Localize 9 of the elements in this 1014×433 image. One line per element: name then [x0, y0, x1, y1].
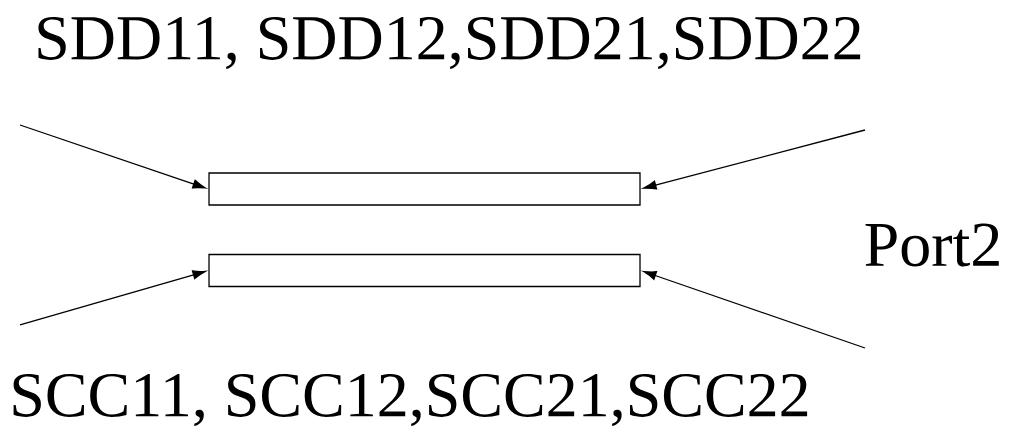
bar-box [208, 172, 641, 206]
bar-box [208, 253, 641, 288]
label-text: SDD11, SDD12,SDD21,SDD22 [38, 16, 861, 70]
arrow [19, 124, 206, 189]
label-text: SCC11, SCC12,SCC21,SCC22 [13, 373, 808, 427]
arrow [19, 270, 206, 326]
arrow [643, 270, 866, 349]
label-text: Port2 [865, 223, 999, 267]
arrow [643, 129, 866, 190]
